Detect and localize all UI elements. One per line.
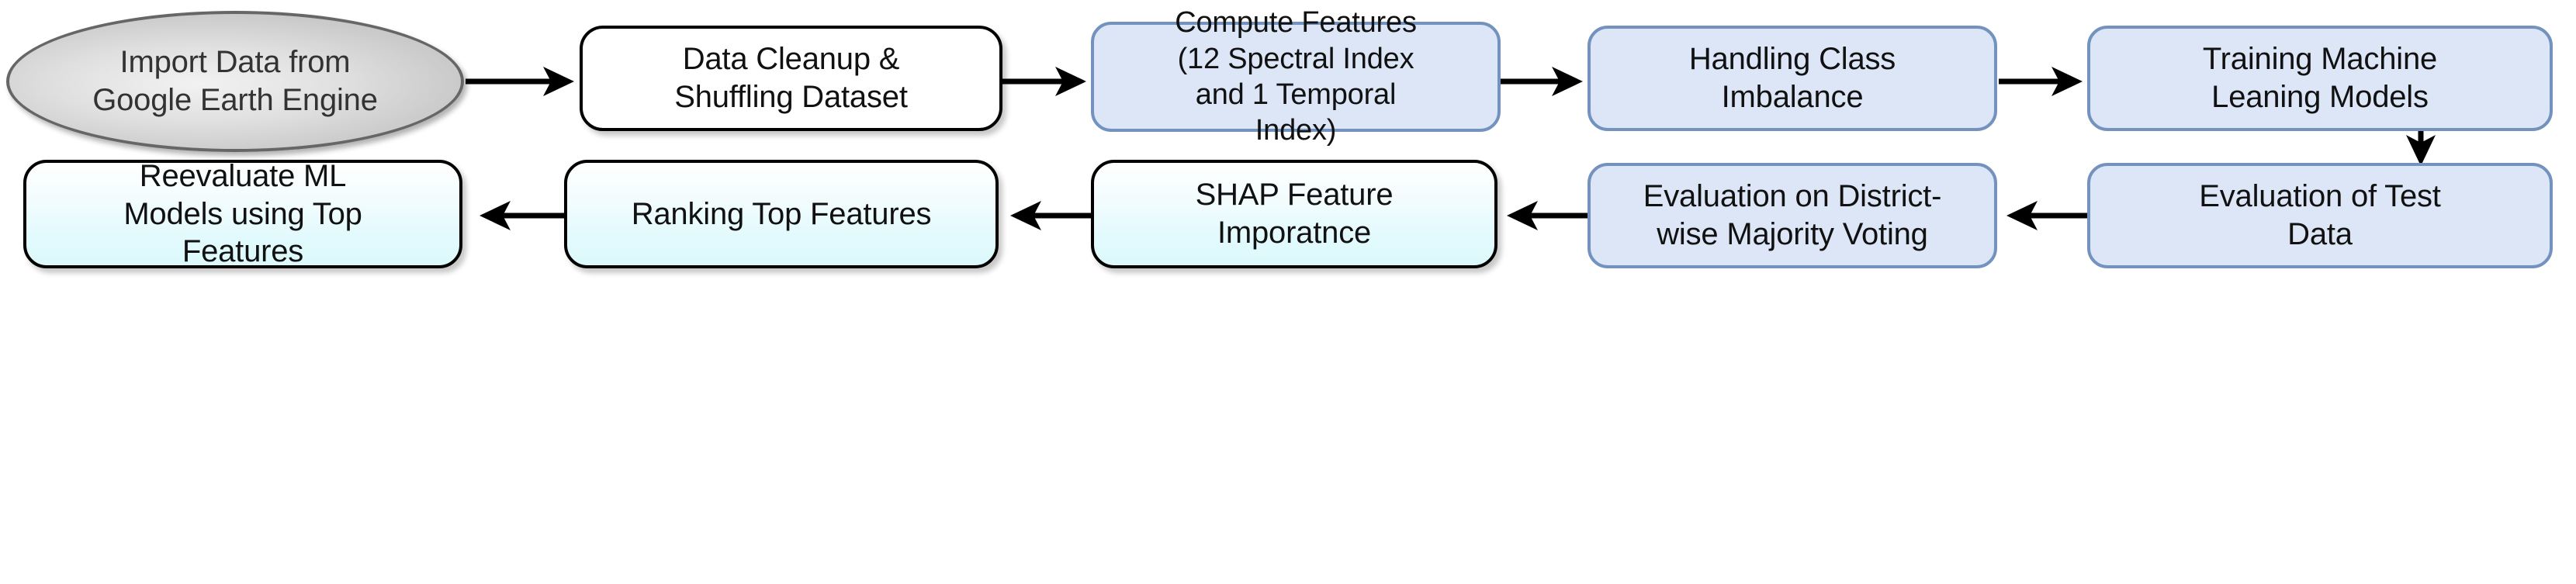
edge-data-cleanup-to-compute-features bbox=[999, 58, 1094, 105]
node-data-cleanup[interactable]: Data Cleanup & Shuffling Dataset bbox=[580, 26, 1002, 131]
edge-compute-features-to-handling-class-imbalance bbox=[1499, 58, 1591, 105]
edge-handling-to-training bbox=[1999, 58, 2090, 105]
node-training-ml-models[interactable]: Training Machine Leaning Models bbox=[2087, 26, 2553, 131]
node-district-majority-voting[interactable]: Evaluation on District- wise Majority Vo… bbox=[1587, 163, 1997, 268]
node-ranking-top-features[interactable]: Ranking Top Features bbox=[564, 160, 999, 268]
node-compute-features[interactable]: Compute Features (12 Spectral Index and … bbox=[1091, 6, 1501, 147]
edge-import-data-to-data-cleanup bbox=[466, 58, 582, 105]
node-reevaluate-ml-models[interactable]: Reevaluate ML Models using Top Features bbox=[23, 159, 462, 268]
node-handling-class-imbalance[interactable]: Handling Class Imbalance bbox=[1587, 26, 1997, 131]
edge-shap-feature-importance-to-ranking-top-features bbox=[999, 192, 1094, 239]
edge-evaluation-test-data-to-district-majority-voting bbox=[1999, 192, 2090, 239]
node-evaluation-test-data[interactable]: Evaluation of Test Data bbox=[2087, 163, 2553, 268]
edge-district-majority-voting-to-shap-feature-importance bbox=[1499, 192, 1591, 239]
node-import-data[interactable]: Import Data from Google Earth Engine bbox=[6, 11, 464, 152]
edge-ranking-top-features-to-reevaluate-ml-models bbox=[466, 192, 566, 239]
node-shap-feature-importance[interactable]: SHAP Feature Imporatnce bbox=[1091, 160, 1497, 268]
